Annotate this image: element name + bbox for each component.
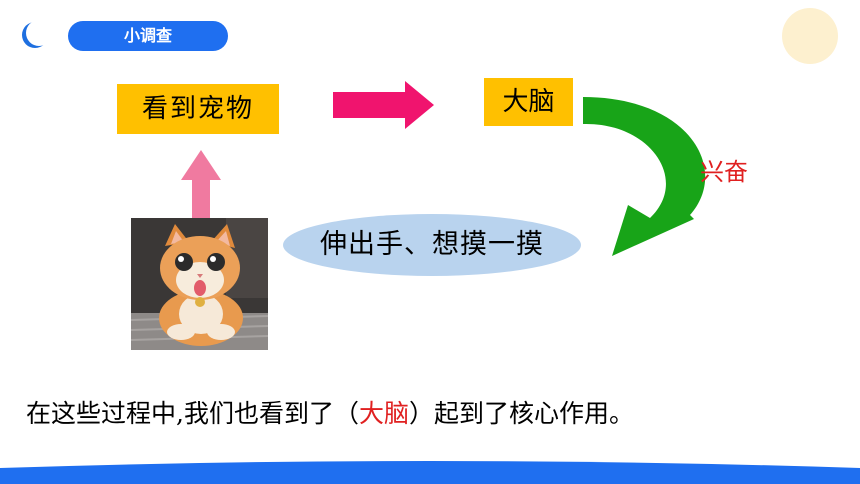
conclusion-answer: 大脑 — [358, 399, 409, 428]
arrow-cat-to-see — [181, 150, 221, 218]
conclusion-suffix: ）起到了核心作用。 — [408, 399, 634, 428]
arrow-see-to-brain — [333, 81, 434, 129]
node-action: 伸出手、想摸一摸 — [283, 214, 581, 276]
node-brain: 大脑 — [484, 78, 573, 126]
decor-circle — [782, 8, 838, 64]
arrow-brain-to-action — [583, 97, 706, 256]
conclusion-prefix: 在这些过程中,我们也看到了（ — [26, 399, 359, 428]
conclusion-sentence: 在这些过程中,我们也看到了（大脑）起到了核心作用。 — [26, 394, 634, 430]
label-excite: 兴奋 — [700, 158, 748, 186]
section-badge: 小调查 — [68, 21, 228, 51]
node-see-pet: 看到宠物 — [117, 84, 279, 134]
cat-photo-image — [131, 218, 268, 350]
decor-dot-mask — [26, 20, 52, 46]
bottom-wave-bar — [0, 461, 860, 484]
